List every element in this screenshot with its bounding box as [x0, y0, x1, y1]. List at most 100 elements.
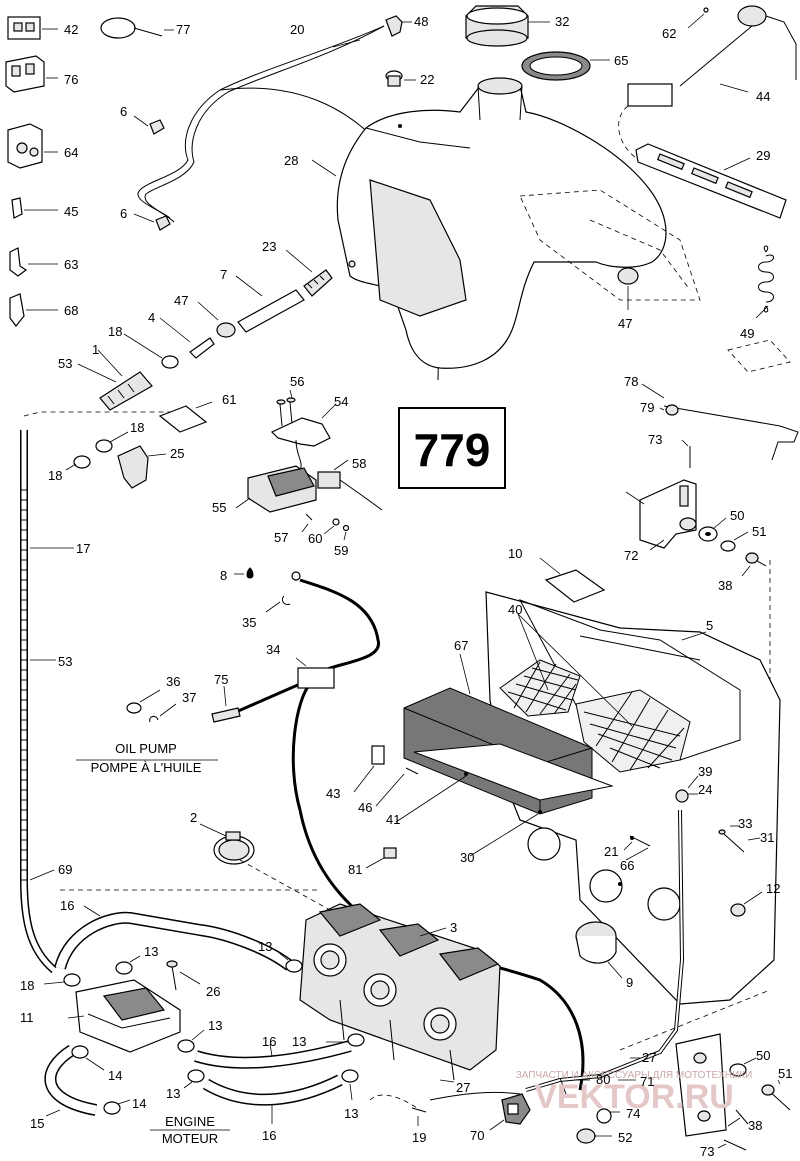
callout-30: 30: [460, 850, 474, 865]
callout-60: 60: [308, 531, 322, 546]
throttle-sensor-70: [489, 1093, 531, 1131]
gasket-61: [158, 401, 213, 433]
callout-35: 35: [242, 615, 256, 630]
bracket-72: [625, 479, 697, 551]
hose-16a: [54, 905, 294, 971]
gasket-10: [539, 557, 606, 603]
diagram-number-box: 779: [398, 407, 506, 489]
callout-70: 70: [470, 1128, 484, 1143]
callout-15: 15: [30, 1116, 44, 1131]
callout-51b: 51: [778, 1066, 792, 1081]
callout-48: 48: [414, 14, 428, 29]
callout-18c: 18: [48, 468, 62, 483]
screws-21-66: [623, 835, 651, 861]
sensor-54: [270, 403, 337, 471]
nut-74: [596, 1108, 620, 1124]
fitting-19: [369, 1094, 427, 1126]
callout-77: 77: [176, 22, 190, 37]
callout-49: 49: [740, 326, 754, 341]
callout-69: 69: [58, 862, 72, 877]
screw-46: [375, 767, 419, 807]
callout-78: 78: [624, 374, 638, 389]
connector-76: [5, 55, 58, 93]
callout-54: 54: [334, 394, 348, 409]
callout-46: 46: [358, 800, 372, 815]
callout-3: 3: [450, 920, 457, 935]
callout-18d: 18: [20, 978, 34, 993]
callout-56: 56: [290, 374, 304, 389]
callout-19: 19: [412, 1130, 426, 1145]
hose-15: [44, 1044, 98, 1117]
callout-27b: 27: [456, 1080, 470, 1095]
callout-59: 59: [334, 543, 348, 558]
strap-29: [635, 143, 787, 219]
grommet-22: [385, 70, 416, 87]
callout-38a: 38: [718, 578, 732, 593]
callout-16a: 16: [60, 898, 74, 913]
watermark-text: ЗАПЧАСТИ И АКСЕССУАРЫ ДЛЯ МОТОТЕХНИКИ: [516, 1070, 753, 1081]
tank-mount-plate: [519, 189, 701, 301]
clamp-18a: [123, 333, 179, 369]
callout-44: 44: [756, 89, 770, 104]
callout-13f: 13: [344, 1106, 358, 1121]
fuel-filter-23: [285, 249, 333, 297]
callout-18b: 18: [130, 420, 144, 435]
callout-47a: 47: [174, 293, 188, 308]
fitting-4: [159, 317, 215, 359]
callout-66: 66: [620, 858, 634, 873]
callout-42: 42: [64, 22, 78, 37]
washer-50a: [698, 517, 727, 542]
callout-38b: 38: [748, 1118, 762, 1133]
fitting-8: [234, 567, 301, 581]
washer-36: [126, 689, 161, 714]
callout-20: 20: [290, 22, 304, 37]
nut-12: [730, 891, 763, 917]
callout-34: 34: [266, 642, 280, 657]
clamp-13d: [326, 1033, 365, 1047]
callout-6b: 6: [120, 206, 127, 221]
rod-78: [641, 383, 799, 461]
callout-14b: 14: [132, 1096, 146, 1111]
fuel-gauge-sender-44: [618, 5, 797, 161]
fuel-cap-32: [465, 5, 550, 47]
callout-17: 17: [76, 541, 90, 556]
callout-13e: 13: [166, 1086, 180, 1101]
clamp-14a: [71, 1045, 105, 1071]
screw-33-31: [718, 825, 761, 853]
terminal-68: [9, 293, 58, 327]
callout-18a: 18: [108, 324, 122, 339]
callout-16b: 16: [262, 1034, 276, 1049]
callout-73a: 73: [648, 432, 662, 447]
callout-10: 10: [508, 546, 522, 561]
fuel-hose-17: [20, 430, 74, 974]
cable-tie-77: [100, 17, 174, 39]
diagram-number: 779: [414, 424, 491, 476]
callout-14: 14: [108, 1068, 122, 1083]
clamp-18b: [95, 431, 129, 453]
dashed-guide: [23, 411, 180, 417]
watermark-site: VEKTOR.RU: [534, 1078, 734, 1116]
callouts: 42 77 20 48 32 62 76 22 65 44 6 64 28 29…: [20, 14, 792, 1159]
callout-47b: 47: [618, 316, 632, 331]
callout-39: 39: [698, 764, 712, 779]
callout-79: 79: [640, 400, 654, 415]
oil-pump-label-fr: POMPE À L'HUILE: [91, 760, 202, 775]
elbow-fitting-48: [385, 15, 412, 37]
callout-58: 58: [352, 456, 366, 471]
callout-29: 29: [756, 148, 770, 163]
callout-6a: 6: [120, 104, 127, 119]
connector-58: [317, 459, 383, 511]
gasket-65: [521, 51, 610, 81]
clip-6a: [133, 115, 165, 135]
callout-50b: 50: [756, 1048, 770, 1063]
screw-73a: [681, 439, 691, 468]
callout-25: 25: [170, 446, 184, 461]
callout-51a: 51: [752, 524, 766, 539]
clip-6b: [133, 213, 171, 231]
callout-36: 36: [166, 674, 180, 689]
terminal-63: [9, 247, 58, 277]
bolt-80: [559, 1077, 590, 1095]
callout-81: 81: [348, 862, 362, 877]
callout-80: 80: [596, 1072, 610, 1087]
